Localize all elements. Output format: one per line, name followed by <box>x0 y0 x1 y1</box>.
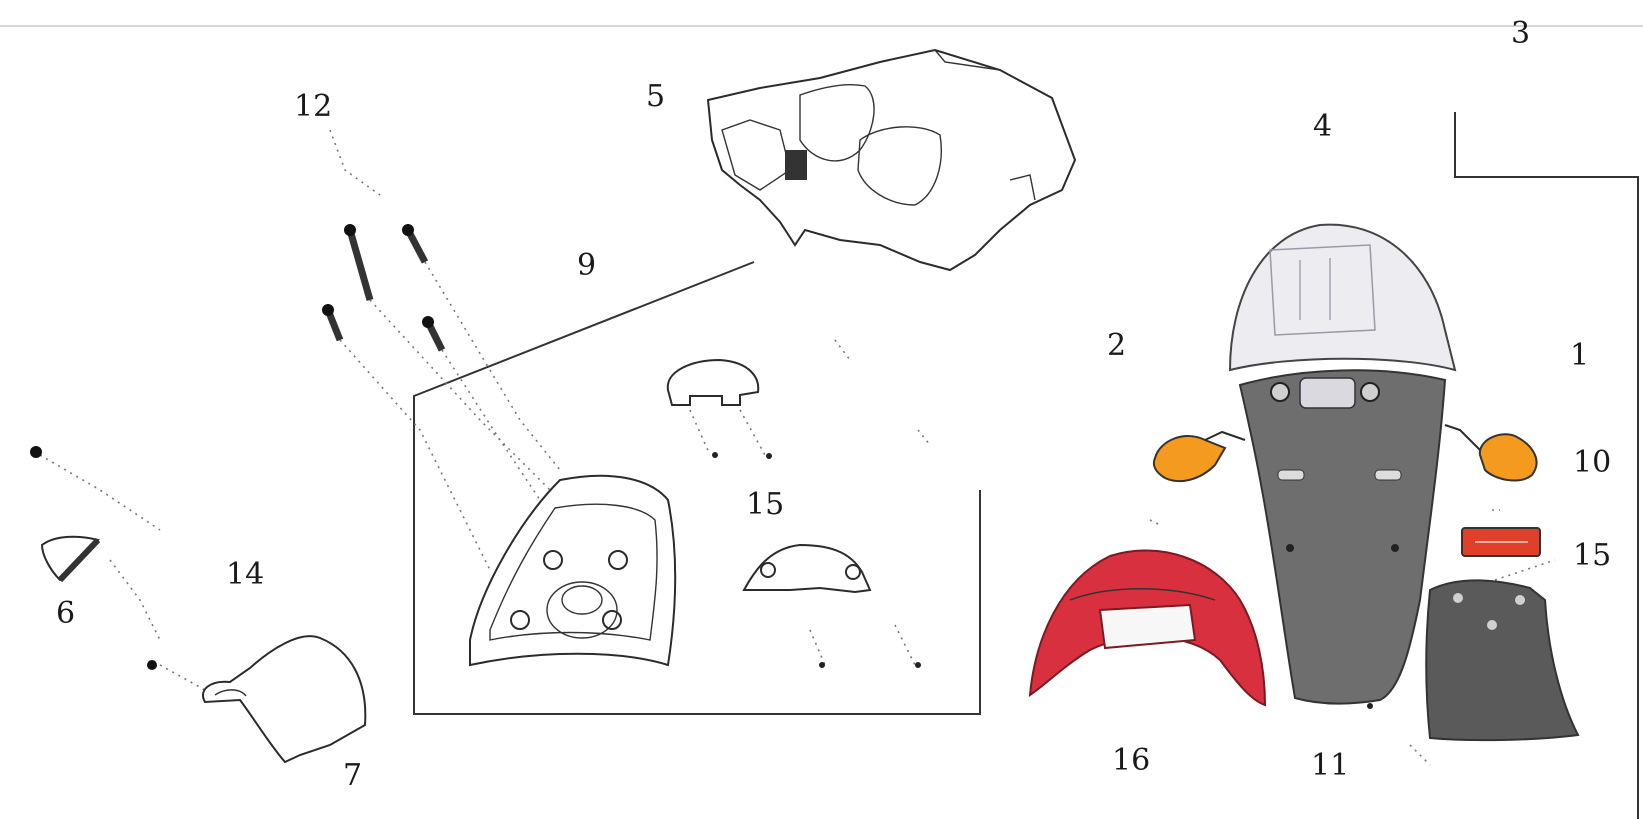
part-9-seat-pad <box>469 474 677 667</box>
callout-10: 10 <box>1573 445 1611 480</box>
rear-assembly-frame <box>1454 112 1639 819</box>
callout-15-center: 15 <box>746 487 784 522</box>
part-5-upper-cover <box>706 48 1077 272</box>
callout-5: 5 <box>646 79 665 114</box>
callout-4: 4 <box>1313 109 1332 144</box>
part-16-tail-cover <box>1028 549 1267 707</box>
callout-15-right: 15 <box>1573 538 1611 573</box>
part-7-fairing <box>147 635 367 764</box>
part-15-reflector <box>1461 527 1541 557</box>
part-12-bolts <box>322 224 446 352</box>
callout-12: 12 <box>294 89 332 124</box>
callout-3: 3 <box>1511 16 1530 51</box>
part-15-small-bracket-lower <box>742 543 921 668</box>
callout-9: 9 <box>577 248 596 283</box>
license-plate-bracket <box>1425 579 1580 742</box>
part-15-small-cover-upper <box>666 358 772 459</box>
seat-group-frame <box>413 261 981 715</box>
callout-11: 11 <box>1311 748 1349 783</box>
callout-2: 2 <box>1107 328 1126 363</box>
callout-6: 6 <box>56 596 75 631</box>
part-10-right-turn-signal <box>1444 424 1538 482</box>
leader-lines <box>39 129 1556 766</box>
part-6-clip <box>30 446 101 583</box>
callout-labels: 3 12 5 4 9 2 1 10 15 15 14 6 7 16 11 <box>56 16 1611 793</box>
callout-16: 16 <box>1112 743 1150 778</box>
part-2-left-turn-signal <box>1152 430 1246 483</box>
part-4-tail-light-lens <box>1228 223 1457 372</box>
part-11-rear-fender <box>1238 369 1447 709</box>
callout-1: 1 <box>1570 338 1589 373</box>
callout-7: 7 <box>343 758 362 793</box>
callout-14: 14 <box>226 557 264 592</box>
